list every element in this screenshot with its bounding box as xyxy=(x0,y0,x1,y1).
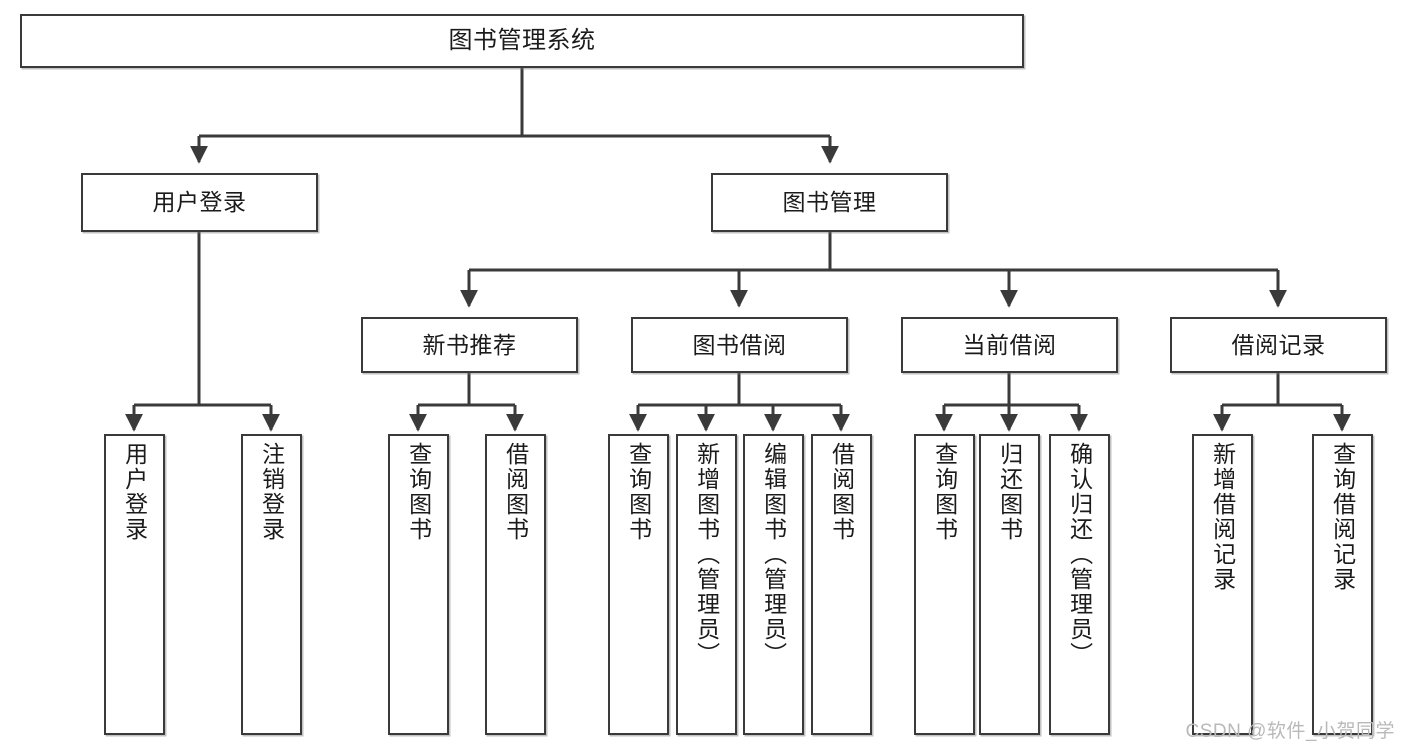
node-current-borrow[interactable]: 当前借阅 xyxy=(901,317,1118,373)
node-leaf-query-book-3[interactable]: 查询图书 xyxy=(914,434,975,735)
node-label: 确认归还（管理员） xyxy=(1066,442,1093,667)
node-leaf-confirm-return[interactable]: 确认归还（管理员） xyxy=(1049,434,1110,735)
node-label: 用户登录 xyxy=(152,189,247,216)
csdn-watermark: CSDN @软件_小贺同学 xyxy=(1185,721,1395,742)
node-label: 注销登录 xyxy=(258,442,285,542)
node-leaf-borrow-book-2[interactable]: 借阅图书 xyxy=(811,434,872,735)
node-label: 图书管理系统 xyxy=(448,27,596,55)
node-label: 当前借阅 xyxy=(962,331,1057,358)
node-book-manage[interactable]: 图书管理 xyxy=(711,173,948,232)
node-leaf-query-book-2[interactable]: 查询图书 xyxy=(608,434,669,735)
node-label: 图书借阅 xyxy=(692,331,787,358)
node-label: 新增借阅记录 xyxy=(1209,442,1236,592)
node-label: 查询借阅记录 xyxy=(1329,442,1356,592)
node-label: 新增图书（管理员） xyxy=(693,442,720,667)
node-label: 查询图书 xyxy=(931,442,958,542)
node-root-book-management-system[interactable]: 图书管理系统 xyxy=(20,14,1024,68)
node-new-book-recommend[interactable]: 新书推荐 xyxy=(361,317,578,373)
node-leaf-add-record[interactable]: 新增借阅记录 xyxy=(1192,434,1253,735)
node-leaf-return-book[interactable]: 归还图书 xyxy=(979,434,1040,735)
node-user-login[interactable]: 用户登录 xyxy=(81,173,318,232)
node-label: 归还图书 xyxy=(996,442,1023,542)
node-leaf-user-login[interactable]: 用户登录 xyxy=(104,434,165,735)
node-leaf-logout[interactable]: 注销登录 xyxy=(241,434,302,735)
node-leaf-query-record[interactable]: 查询借阅记录 xyxy=(1312,434,1373,735)
node-label: 用户登录 xyxy=(121,442,148,542)
node-borrow-record[interactable]: 借阅记录 xyxy=(1170,317,1387,373)
node-leaf-borrow-book-1[interactable]: 借阅图书 xyxy=(485,434,546,735)
node-label: 查询图书 xyxy=(405,442,432,542)
node-label: 新书推荐 xyxy=(422,331,517,358)
node-label: 借阅图书 xyxy=(502,442,529,542)
node-label: 编辑图书（管理员） xyxy=(760,442,787,667)
node-leaf-add-book[interactable]: 新增图书（管理员） xyxy=(676,434,737,735)
node-label: 借阅图书 xyxy=(828,442,855,542)
node-leaf-query-book-1[interactable]: 查询图书 xyxy=(388,434,449,735)
node-book-borrow[interactable]: 图书借阅 xyxy=(631,317,848,373)
node-label: 查询图书 xyxy=(625,442,652,542)
node-leaf-edit-book[interactable]: 编辑图书（管理员） xyxy=(743,434,804,735)
node-label: 借阅记录 xyxy=(1231,331,1326,358)
node-label: 图书管理 xyxy=(782,189,877,216)
